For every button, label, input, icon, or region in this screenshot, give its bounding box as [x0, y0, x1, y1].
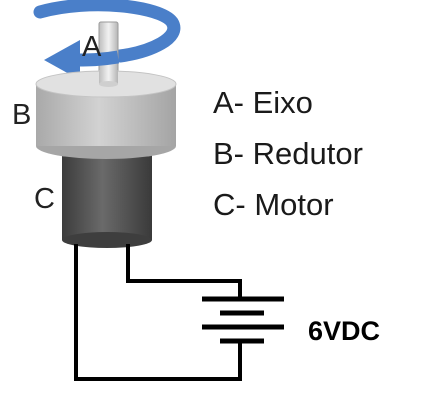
label-b: B	[12, 99, 31, 131]
label-a: A	[82, 31, 102, 63]
wire-negative	[74, 244, 242, 381]
rotation-arrow-back	[33, 0, 181, 63]
legend-item-b: B- Redutor	[213, 136, 363, 171]
legend-item-c: C- Motor	[213, 187, 334, 222]
gearbox-body	[35, 70, 177, 159]
battery-voltage-label: 6VDC	[308, 316, 380, 346]
wiring	[74, 244, 242, 381]
rotation-arrowhead	[44, 40, 80, 80]
label-c: C	[34, 183, 55, 215]
wire-positive	[126, 244, 242, 298]
motor-body	[62, 150, 152, 248]
battery-symbol	[202, 296, 284, 344]
legend-item-a: A- Eixo	[213, 85, 313, 120]
rotation-arrow-front	[77, 50, 120, 67]
